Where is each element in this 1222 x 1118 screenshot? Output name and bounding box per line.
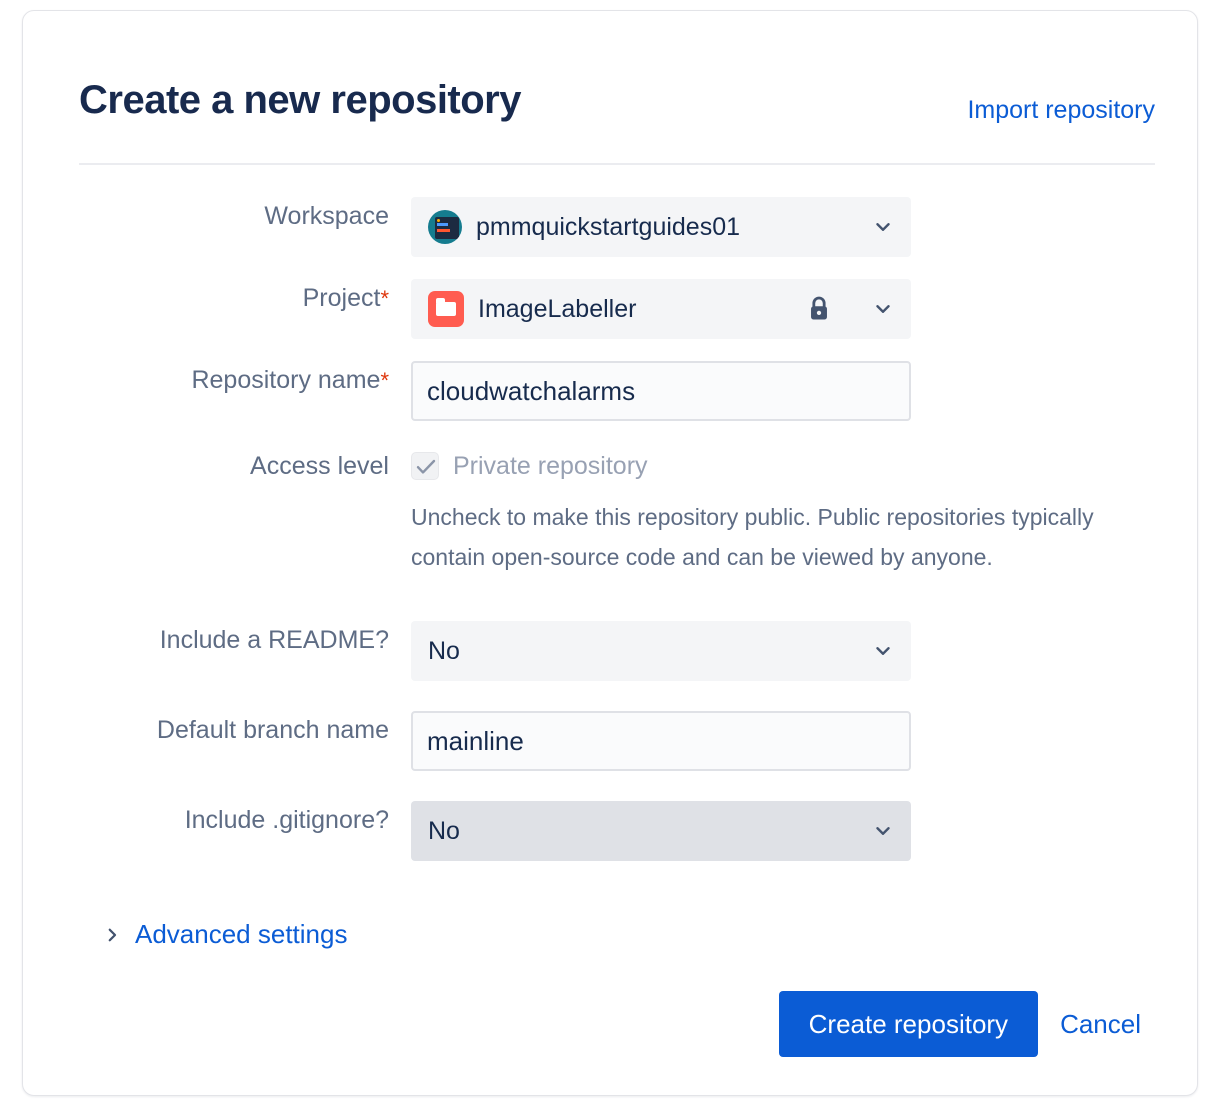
include-readme-select[interactable]: No: [411, 621, 911, 681]
workspace-avatar-icon: [428, 210, 462, 244]
page-title: Create a new repository: [79, 78, 522, 122]
cancel-button[interactable]: Cancel: [1060, 1008, 1141, 1039]
field-row-access-level: Access level Private repository Uncheck …: [79, 447, 1159, 577]
chevron-down-icon: [876, 647, 890, 655]
chevron-down-icon: [876, 223, 890, 231]
access-level-help-text: Uncheck to make this repository public. …: [411, 504, 1094, 570]
create-repository-card: Create a new repository Import repositor…: [22, 10, 1198, 1096]
field-row-include-gitignore: Include .gitignore? No: [79, 801, 1159, 861]
folder-icon: [428, 291, 464, 327]
include-gitignore-select[interactable]: No: [411, 801, 911, 861]
lock-icon: [811, 296, 827, 320]
default-branch-name-label: Default branch name: [156, 716, 389, 744]
dialog-header: Create a new repository Import repositor…: [79, 73, 1155, 165]
chevron-right-icon: [108, 928, 117, 941]
include-readme-value: No: [428, 636, 460, 665]
include-gitignore-label: Include .gitignore?: [184, 806, 389, 834]
workspace-select[interactable]: pmmquickstartguides01: [411, 197, 911, 257]
access-level-label: Access level: [250, 452, 389, 480]
default-branch-name-input[interactable]: [411, 711, 911, 771]
create-repository-form: Workspace pmmquickstartguides01: [79, 197, 1159, 861]
private-repository-checkbox-row[interactable]: Private repository: [411, 447, 1111, 485]
field-row-default-branch-name: Default branch name: [79, 711, 1159, 771]
private-repository-label: Private repository: [453, 452, 648, 480]
checkmark-icon: [416, 459, 436, 474]
required-marker: *: [380, 368, 389, 393]
field-row-project: Project* ImageLabeller: [79, 279, 1159, 339]
private-repository-checkbox[interactable]: [411, 452, 439, 480]
workspace-value: pmmquickstartguides01: [476, 212, 741, 241]
include-readme-label: Include a README?: [159, 626, 389, 654]
advanced-settings-label: Advanced settings: [135, 919, 348, 949]
required-marker: *: [380, 286, 389, 311]
project-value: ImageLabeller: [478, 294, 637, 323]
repository-name-label: Repository name*: [191, 366, 389, 394]
dialog-footer: Create repository Cancel: [778, 991, 1141, 1057]
advanced-settings-toggle[interactable]: Advanced settings: [103, 919, 347, 950]
import-repository-link[interactable]: Import repository: [967, 96, 1155, 124]
create-repository-button[interactable]: Create repository: [778, 991, 1039, 1057]
chevron-down-icon: [876, 827, 890, 835]
project-label: Project*: [302, 284, 389, 312]
field-row-repository-name: Repository name*: [79, 361, 1159, 421]
project-select[interactable]: ImageLabeller: [411, 279, 911, 339]
workspace-label: Workspace: [264, 202, 389, 230]
include-gitignore-value: No: [428, 816, 460, 845]
field-row-workspace: Workspace pmmquickstartguides01: [79, 197, 1159, 257]
chevron-down-icon: [876, 305, 890, 313]
repository-name-input[interactable]: [411, 361, 911, 421]
field-row-include-readme: Include a README? No: [79, 621, 1159, 681]
